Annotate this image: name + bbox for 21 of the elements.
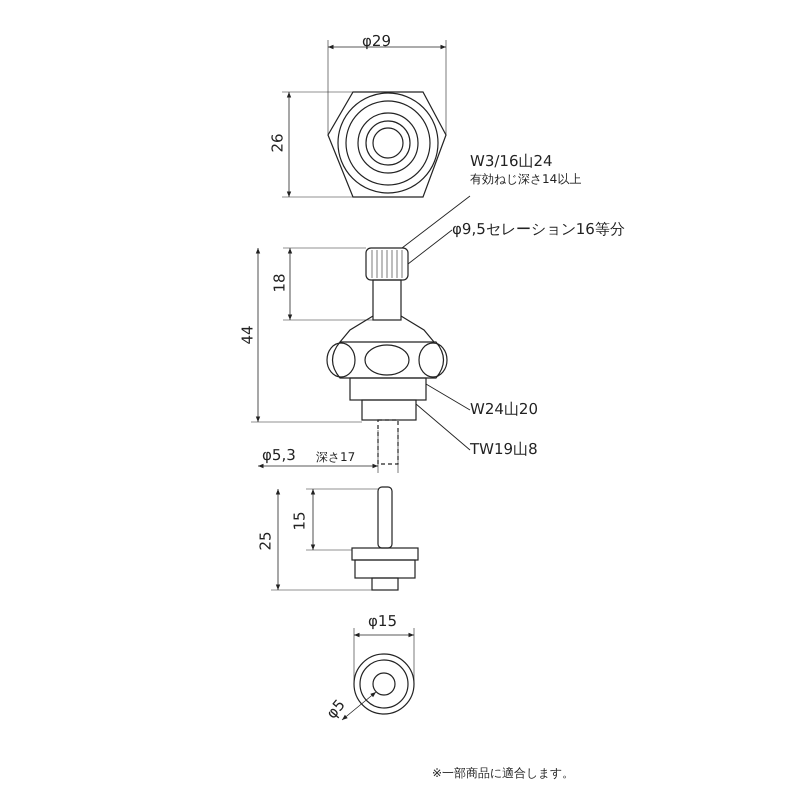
dimension-text: φ5: [322, 696, 349, 722]
callout-text: φ9,5セレーション16等分: [452, 220, 625, 238]
dimension-text: 深さ17: [316, 449, 356, 466]
callout-text: W24山20: [470, 400, 538, 418]
callout-text: TW19山8: [470, 440, 538, 458]
leader-line: [402, 196, 470, 248]
dimension-text: φ5,3: [262, 446, 296, 464]
dimension-text: 15: [290, 511, 309, 531]
dimension-text: 18: [270, 273, 289, 293]
thread-section: [361, 399, 417, 421]
leader-line: [408, 230, 452, 264]
dimension-text: 44: [238, 325, 257, 345]
dimension-text: φ15: [368, 612, 397, 630]
note-text: ※一部商品に適合します。: [432, 765, 574, 782]
serration-stem: [365, 247, 409, 281]
dimension-text: φ29: [362, 32, 391, 50]
thread-section: [349, 377, 427, 401]
callout-text: W3/16山24: [470, 152, 554, 170]
dimension-text: 25: [256, 531, 275, 551]
callout-text: 有効ねじ深さ14以上: [470, 171, 582, 188]
dimension-text: 26: [268, 133, 287, 153]
